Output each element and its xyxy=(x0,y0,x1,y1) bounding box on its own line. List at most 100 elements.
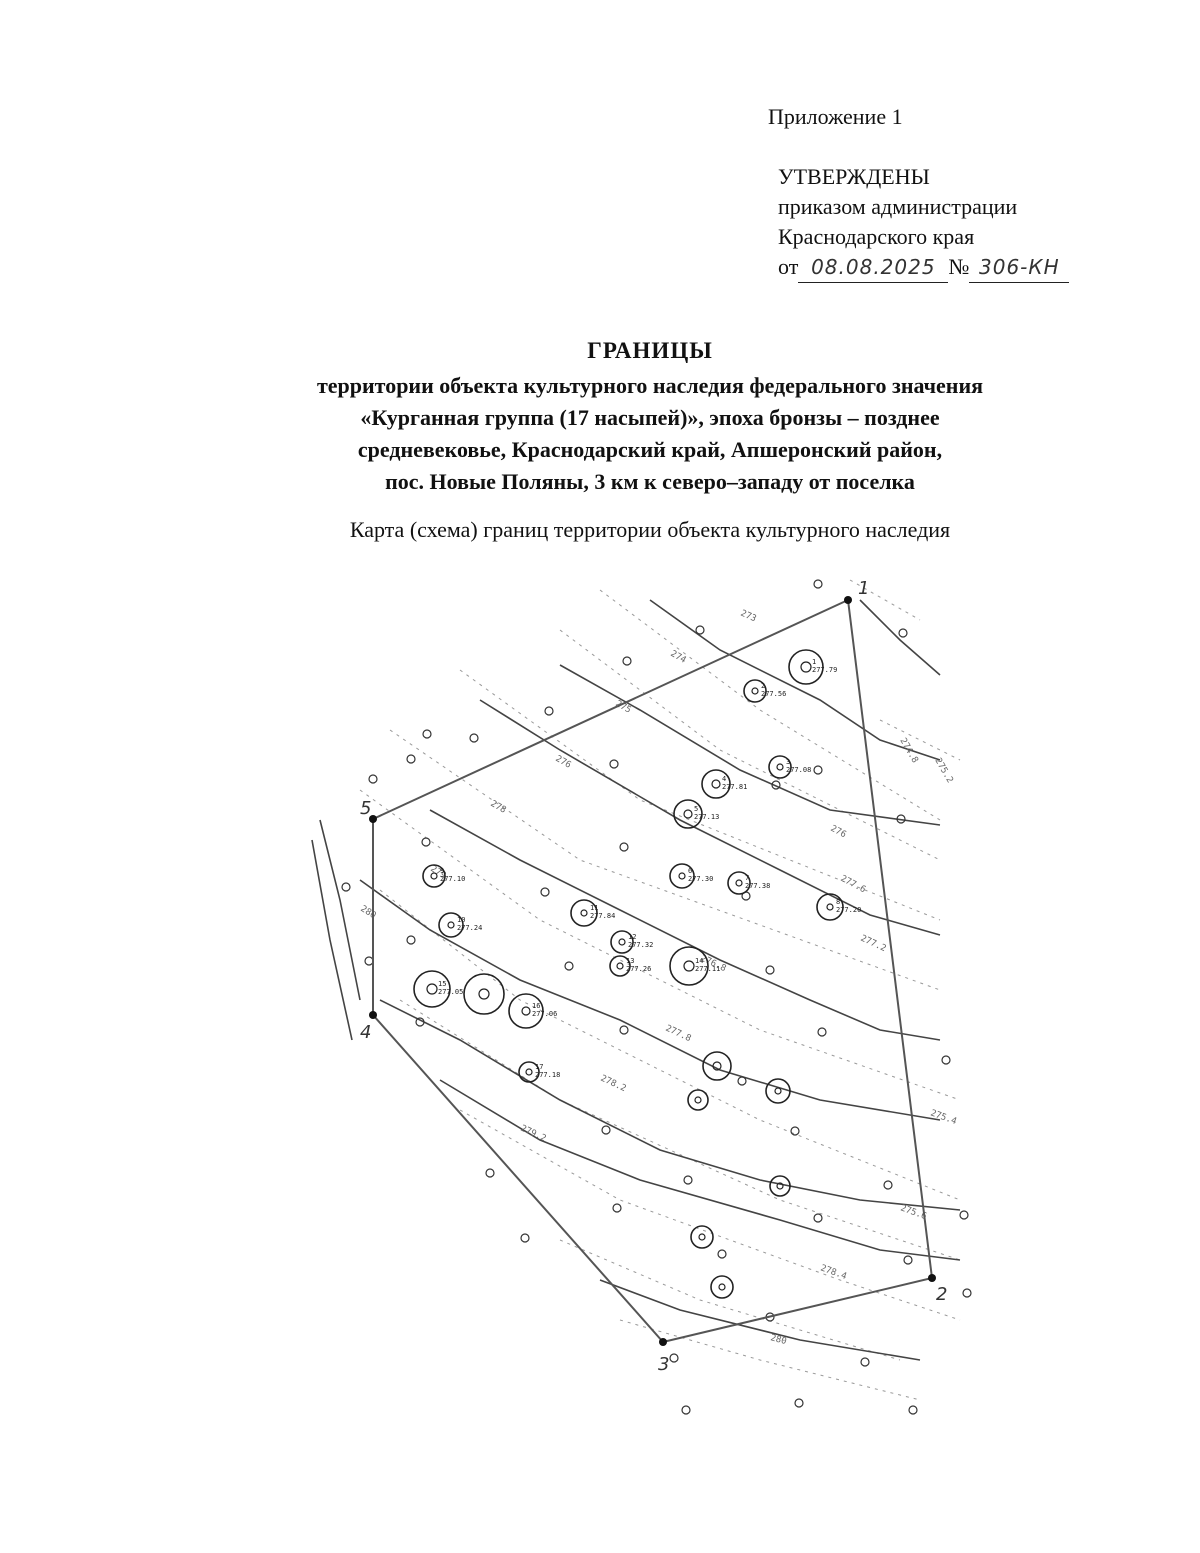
svg-text:277.24: 277.24 xyxy=(457,924,482,932)
approval-block: УТВЕРЖДЕНЫ приказом администрации Красно… xyxy=(778,162,1070,283)
svg-text:17: 17 xyxy=(535,1063,543,1071)
handwritten-date: 08.08.2025 xyxy=(798,252,949,283)
mound-5: 5 277.13 xyxy=(673,799,719,829)
map-subtitle: Карта (схема) границ территории объекта … xyxy=(349,517,951,542)
svg-text:277.79: 277.79 xyxy=(812,666,837,674)
svg-text:16: 16 xyxy=(532,1002,540,1010)
approved-by-order: приказом администрации xyxy=(778,194,1018,219)
date-prefix: от xyxy=(778,254,799,279)
mound-2: 2 277.56 xyxy=(743,679,786,703)
svg-text:277.32: 277.32 xyxy=(628,941,653,949)
vertex-5-marker xyxy=(369,815,377,823)
elev-label-279-2: 279.2 xyxy=(519,1124,548,1145)
svg-text:2: 2 xyxy=(761,682,765,690)
svg-text:7: 7 xyxy=(745,874,749,882)
handwritten-number: 306-КН xyxy=(969,252,1070,283)
svg-text:277.30: 277.30 xyxy=(688,875,713,883)
mound-12: 12 277.32 xyxy=(610,930,653,954)
title-line-4: пос. Новые Поляны, 3 км к северо–западу … xyxy=(385,469,915,494)
svg-text:5: 5 xyxy=(694,805,698,813)
svg-text:277.10: 277.10 xyxy=(440,875,465,883)
elev-label-276-b: 276 xyxy=(829,824,848,840)
document-title: ГРАНИЦЫ xyxy=(587,338,713,363)
document-title-block: ГРАНИЦЫ территории объекта культурного н… xyxy=(180,338,1120,498)
svg-text:15: 15 xyxy=(438,980,446,988)
mound-6: 6 277.30 xyxy=(669,863,713,889)
mound-13: 13 277.26 xyxy=(609,955,651,977)
svg-text:8: 8 xyxy=(836,898,840,906)
boundary-map: 273 274 275 276 278 279 280 276.8 277.8 … xyxy=(311,578,972,1415)
elev-label-275-4: 275.4 xyxy=(929,1108,958,1127)
title-line-2: «Курганная группа (17 насыпей)», эпоха б… xyxy=(360,405,940,430)
svg-text:6: 6 xyxy=(688,867,692,875)
vertex-2-marker xyxy=(928,1274,936,1282)
elev-label-274: 274 xyxy=(669,649,688,666)
svg-text:14: 14 xyxy=(695,957,703,965)
vertex-4-marker xyxy=(369,1011,377,1019)
svg-text:9: 9 xyxy=(440,867,444,875)
elev-label-278-4: 278.4 xyxy=(819,1263,848,1282)
elev-label-280: 280 xyxy=(358,904,377,921)
svg-text:277.56: 277.56 xyxy=(761,690,786,698)
mound-9: 9 277.10 xyxy=(422,864,465,888)
svg-text:277.26: 277.26 xyxy=(626,965,651,973)
mound-17: 17 277.18 xyxy=(518,1061,560,1083)
svg-text:4: 4 xyxy=(722,775,726,783)
contour-lines xyxy=(311,599,961,1361)
elev-label-273: 273 xyxy=(739,609,758,625)
elev-label-274-8: 274.8 xyxy=(897,737,919,765)
elev-label-280-b: 280 xyxy=(769,1333,787,1347)
vertex-1-label: 1 xyxy=(858,578,869,599)
mound-16: 16 277.06 xyxy=(508,993,557,1029)
svg-text:277.84: 277.84 xyxy=(590,912,615,920)
mound-4: 4 277.81 xyxy=(701,769,747,799)
territory-boundary: 1 2 3 4 5 xyxy=(360,578,947,1375)
elev-label-278-2: 278.2 xyxy=(599,1074,628,1095)
mound-3: 3 277.08 xyxy=(768,755,811,779)
vertex-5-label: 5 xyxy=(360,798,371,819)
appendix-label: Приложение 1 xyxy=(768,104,903,129)
mound-1: 1 277.79 xyxy=(788,649,837,685)
mound-8: 8 277.20 xyxy=(816,893,861,921)
approved-region: Краснодарского края xyxy=(778,224,975,249)
title-line-3: средневековье, Краснодарский край, Апшер… xyxy=(357,437,943,462)
svg-text:277.38: 277.38 xyxy=(745,882,770,890)
elev-label-278: 278 xyxy=(489,799,508,816)
approved-heading: УТВЕРЖДЕНЫ xyxy=(778,164,930,189)
svg-text:277.13: 277.13 xyxy=(694,813,719,821)
svg-text:10: 10 xyxy=(457,916,465,924)
elev-label-277-6: 277.6 xyxy=(839,874,868,896)
vertex-3-label: 3 xyxy=(658,1354,669,1375)
svg-text:1: 1 xyxy=(812,658,816,666)
contour-elevation-labels: 273 274 275 276 278 279 280 276.8 277.8 … xyxy=(358,609,957,1348)
vertex-2-label: 2 xyxy=(936,1284,947,1305)
mound-10: 10 277.24 xyxy=(438,912,482,938)
elev-label-277-2: 277.2 xyxy=(859,934,888,955)
mound-7: 7 277.38 xyxy=(727,871,770,895)
svg-text:11: 11 xyxy=(590,904,598,912)
elev-label-275-2: 275.2 xyxy=(932,757,954,785)
mound-11: 11 277.84 xyxy=(570,899,615,927)
svg-text:277.06: 277.06 xyxy=(532,1010,557,1018)
mound-14: 14 277.11 xyxy=(669,946,720,986)
svg-text:3: 3 xyxy=(786,758,790,766)
svg-text:13: 13 xyxy=(626,957,634,965)
svg-text:277.11: 277.11 xyxy=(695,965,720,973)
svg-text:12: 12 xyxy=(628,933,636,941)
mounds: 1 277.79 2 277.56 3 277.08 4 277.81 5 xyxy=(413,649,861,1299)
vertex-3-marker xyxy=(659,1338,667,1346)
svg-text:277.81: 277.81 xyxy=(722,783,747,791)
survey-points xyxy=(341,579,972,1415)
number-prefix: № xyxy=(948,254,970,279)
vertex-1-marker xyxy=(844,596,852,604)
svg-text:277.08: 277.08 xyxy=(786,766,811,774)
elev-label-277-8: 277.8 xyxy=(664,1024,693,1045)
svg-text:277.18: 277.18 xyxy=(535,1071,560,1079)
svg-text:277.05: 277.05 xyxy=(438,988,463,996)
svg-text:277.20: 277.20 xyxy=(836,906,861,914)
faint-contours xyxy=(359,579,961,1401)
mound-15: 15 277.05 xyxy=(413,970,505,1015)
vertex-4-label: 4 xyxy=(360,1022,371,1043)
